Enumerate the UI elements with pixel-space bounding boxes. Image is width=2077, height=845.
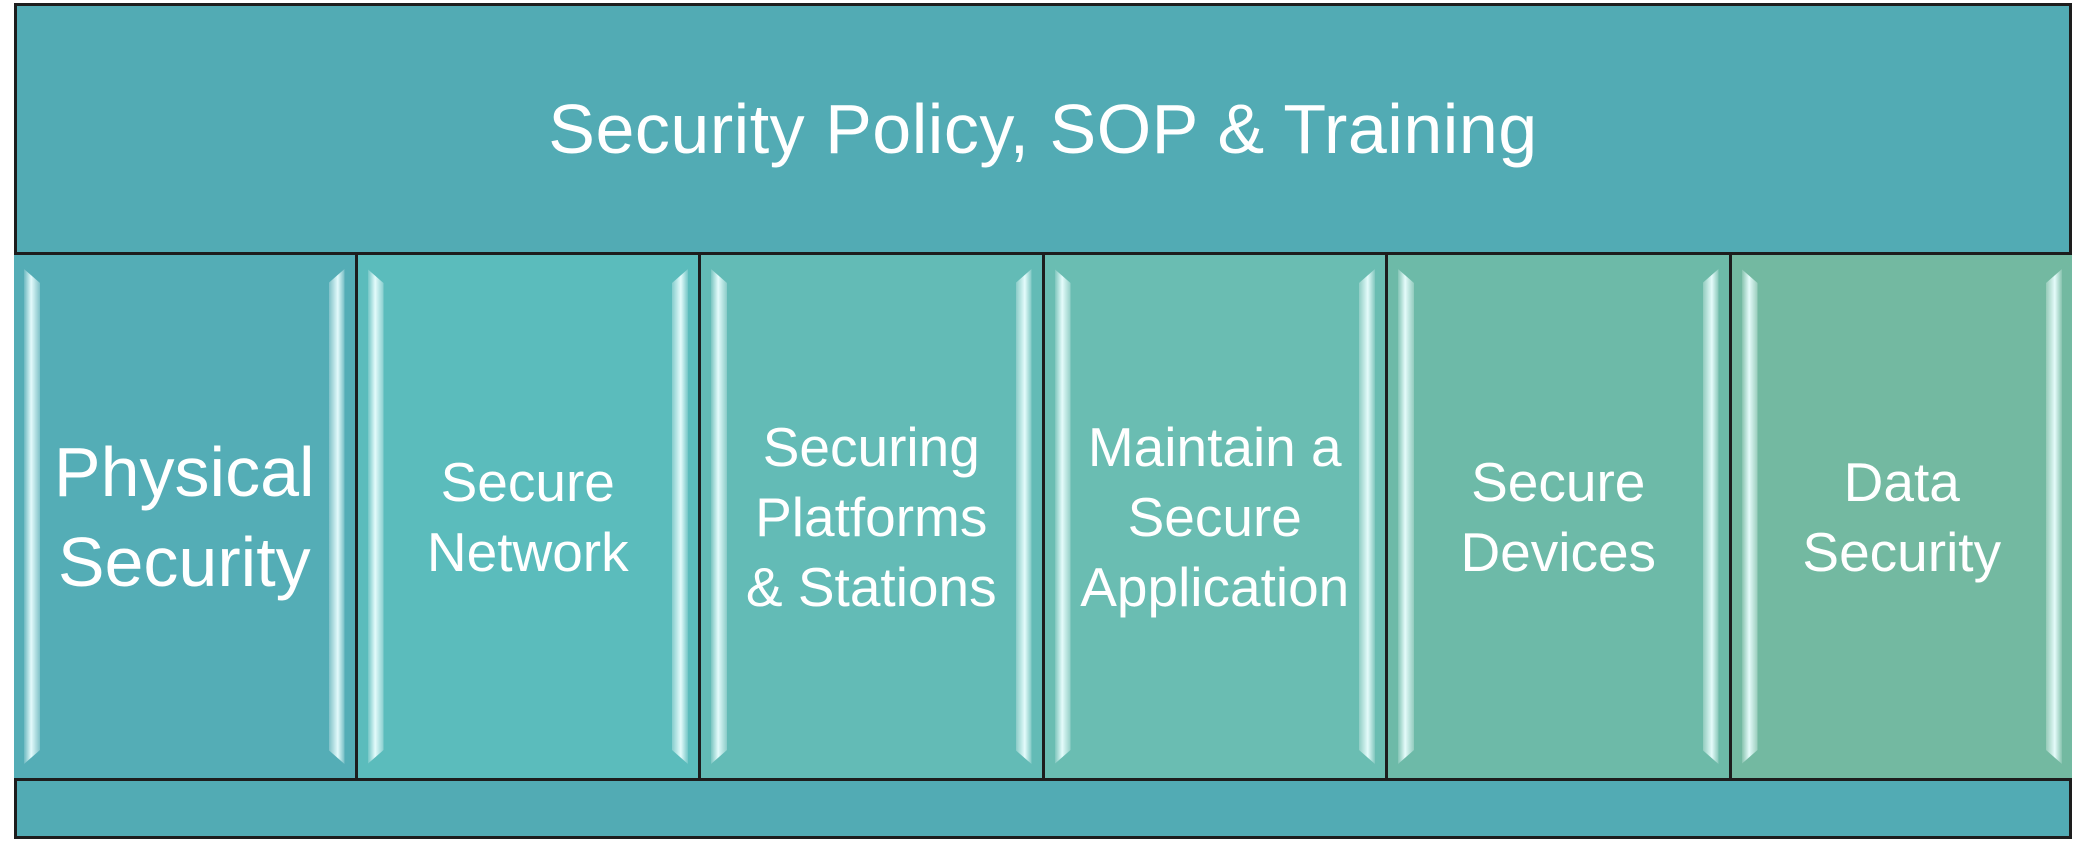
pillar-label: Secure Devices — [1460, 450, 1657, 583]
pillar-label: Physical Security — [53, 432, 315, 601]
pillar-secure-application: Maintain a Secure Application — [1044, 255, 1388, 778]
pillar-secure-devices: Secure Devices — [1388, 255, 1732, 778]
pillar-securing-platforms: Securing Platforms & Stations — [701, 255, 1045, 778]
header-banner: Security Policy, SOP & Training — [14, 3, 2072, 255]
header-divider — [14, 252, 2072, 255]
pillar-data-security: Data Security — [1731, 255, 2072, 778]
footer-divider — [14, 778, 2072, 781]
header-title: Security Policy, SOP & Training — [548, 90, 1538, 168]
pillar-label: Maintain a Secure Application — [1080, 415, 1350, 618]
pillar-label: Data Security — [1802, 450, 2002, 583]
pillar-secure-network: Secure Network — [357, 255, 701, 778]
pillar-physical-security: Physical Security — [14, 255, 358, 778]
pillars-row: Physical Security Secure Network Securin… — [14, 255, 2072, 778]
pillar-label: Securing Platforms & Stations — [745, 415, 997, 618]
pillar-label: Secure Network — [426, 450, 629, 583]
